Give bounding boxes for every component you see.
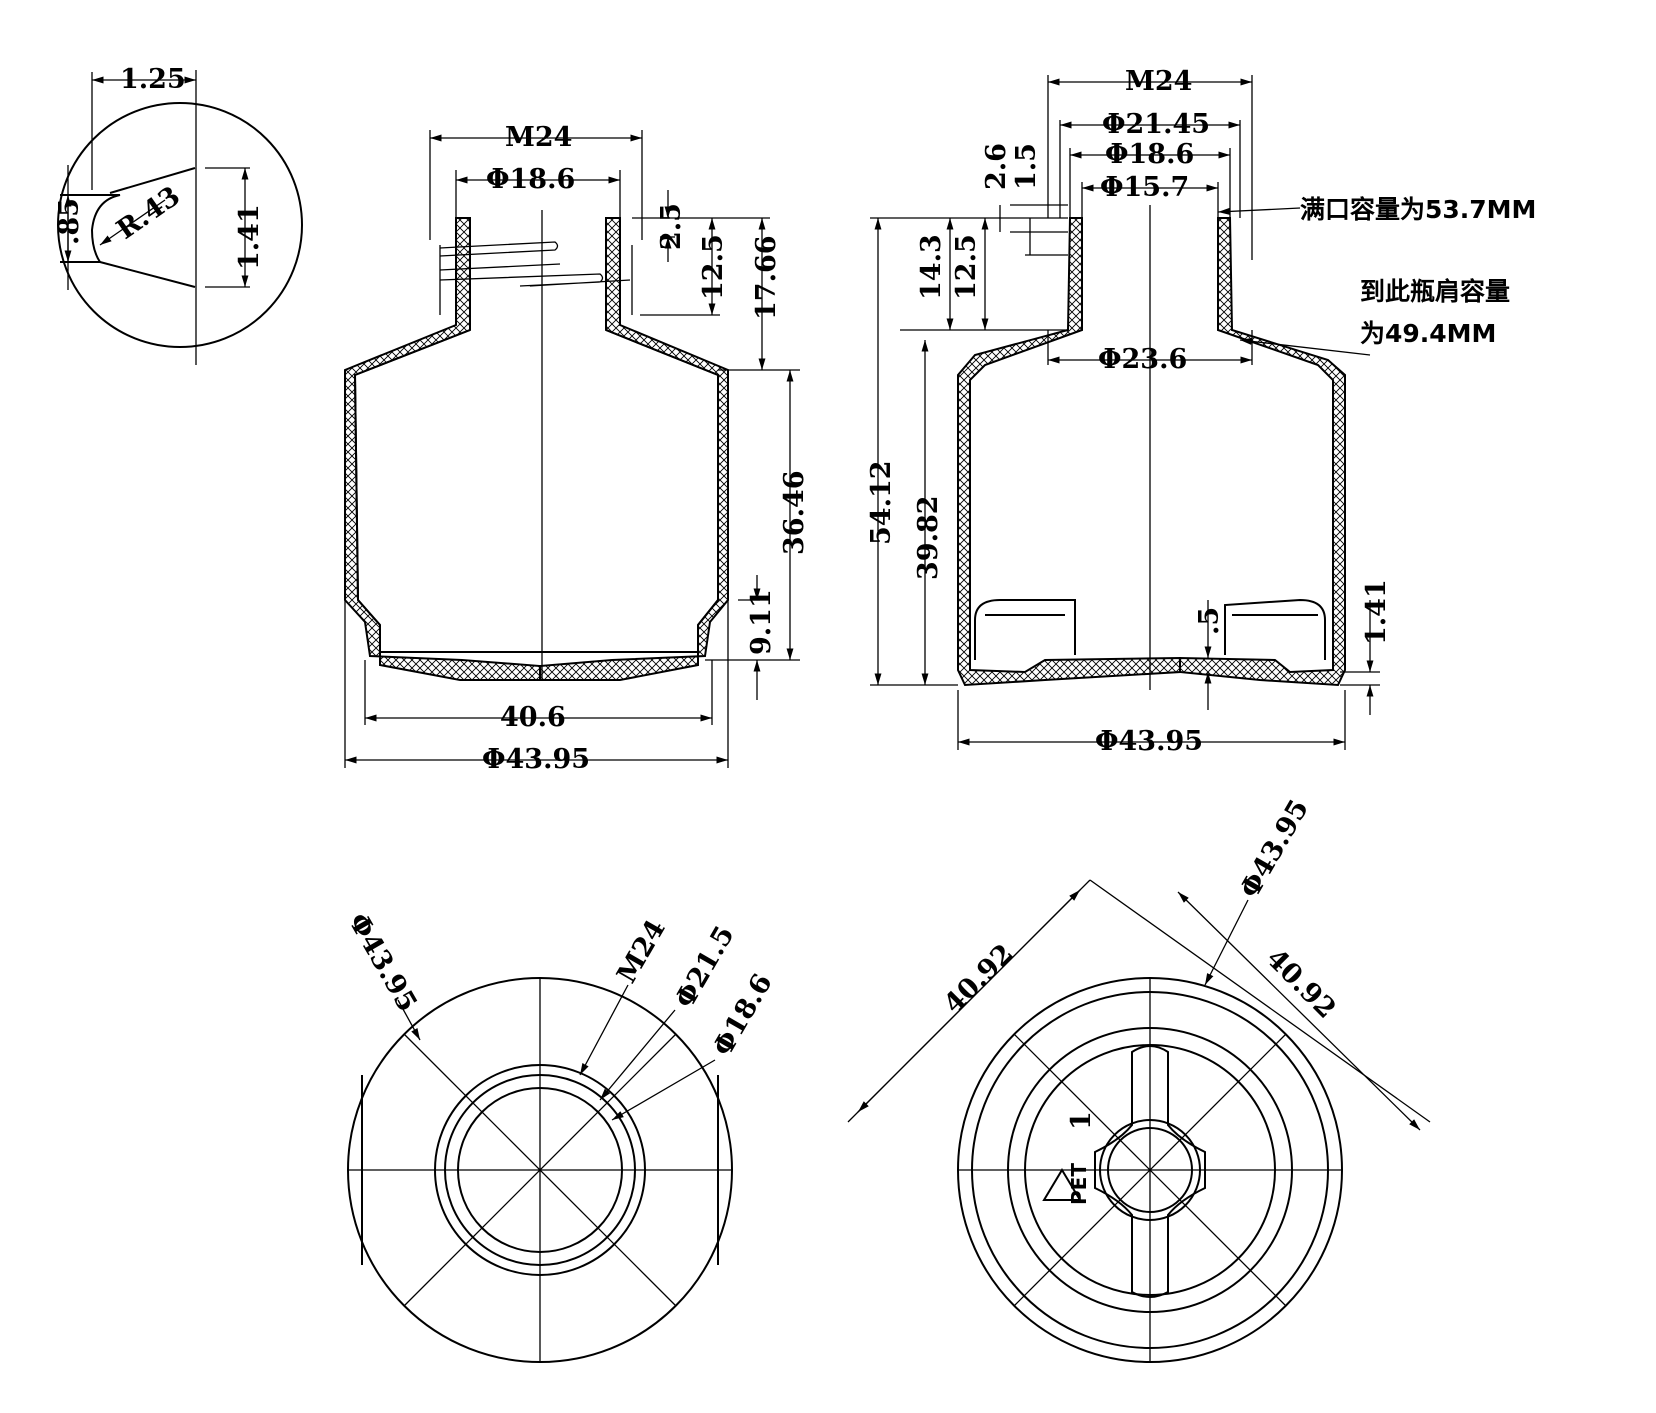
section-d4: Φ23.6 (1098, 344, 1187, 375)
section-d2: Φ18.6 (1105, 139, 1194, 170)
dim-1-25: 1.25 (120, 64, 186, 95)
recycle-code: PET (1067, 1163, 1091, 1205)
note-shoulder-capacity-1: 到此瓶肩容量 (1360, 277, 1510, 306)
section-v2: 1.5 (1011, 143, 1042, 190)
top-d1: Φ21.5 (669, 921, 740, 1014)
section-view: M24 Φ21.45 Φ18.6 Φ15.7 Φ23.6 2.6 1.5 12.… (866, 66, 1536, 757)
section-diameter: Φ43.95 (1095, 726, 1203, 757)
bottom-diameter: Φ43.95 (1234, 794, 1315, 903)
front-m24: M24 (505, 122, 572, 153)
front-neck: 12.5 (698, 234, 729, 300)
cavity-number: 1 (1066, 1111, 1097, 1130)
dim-1-41: 1.41 (234, 204, 265, 270)
section-d3: Φ15.7 (1100, 172, 1189, 203)
top-m24: M24 (611, 915, 672, 989)
front-shoulder: 17.66 (751, 235, 782, 320)
section-m24: M24 (1125, 66, 1192, 97)
dim-085: .85 (54, 198, 85, 245)
front-base-width: 40.6 (500, 702, 566, 733)
note-shoulder-capacity-2: 为49.4MM (1360, 319, 1496, 348)
bottom-w1: 40.92 (938, 938, 1020, 1020)
section-v1: 2.6 (981, 143, 1012, 190)
front-bore: Φ18.6 (486, 164, 575, 195)
front-elevation: M24 Φ18.6 2.5 12.5 17.66 36.46 9.11 40.6… (344, 122, 810, 775)
bottom-view: 1 PET 40.92 40.92 Φ43.95 (847, 794, 1431, 1363)
section-gap: .5 (1194, 607, 1225, 635)
section-v3: 14.3 (916, 234, 947, 300)
front-body: 36.46 (779, 470, 810, 555)
front-lip: 2.5 (656, 203, 687, 250)
section-total: 54.12 (866, 460, 897, 545)
top-diameter: Φ43.95 (342, 908, 423, 1017)
detail-view: 1.25 .85 R.43 1.41 (54, 64, 303, 365)
section-base-thickness: 1.41 (1361, 579, 1392, 645)
section-shoulder-height: 39.82 (913, 495, 944, 580)
top-d2: Φ18.6 (707, 969, 778, 1062)
front-foot: 9.11 (746, 589, 777, 655)
top-view: Φ43.95 M24 Φ21.5 Φ18.6 (342, 908, 779, 1363)
section-v4: 12.5 (951, 234, 982, 300)
section-d1: Φ21.45 (1102, 109, 1210, 140)
note-full-capacity: 满口容量为53.7MM (1300, 195, 1536, 224)
front-diameter: Φ43.95 (482, 744, 590, 775)
